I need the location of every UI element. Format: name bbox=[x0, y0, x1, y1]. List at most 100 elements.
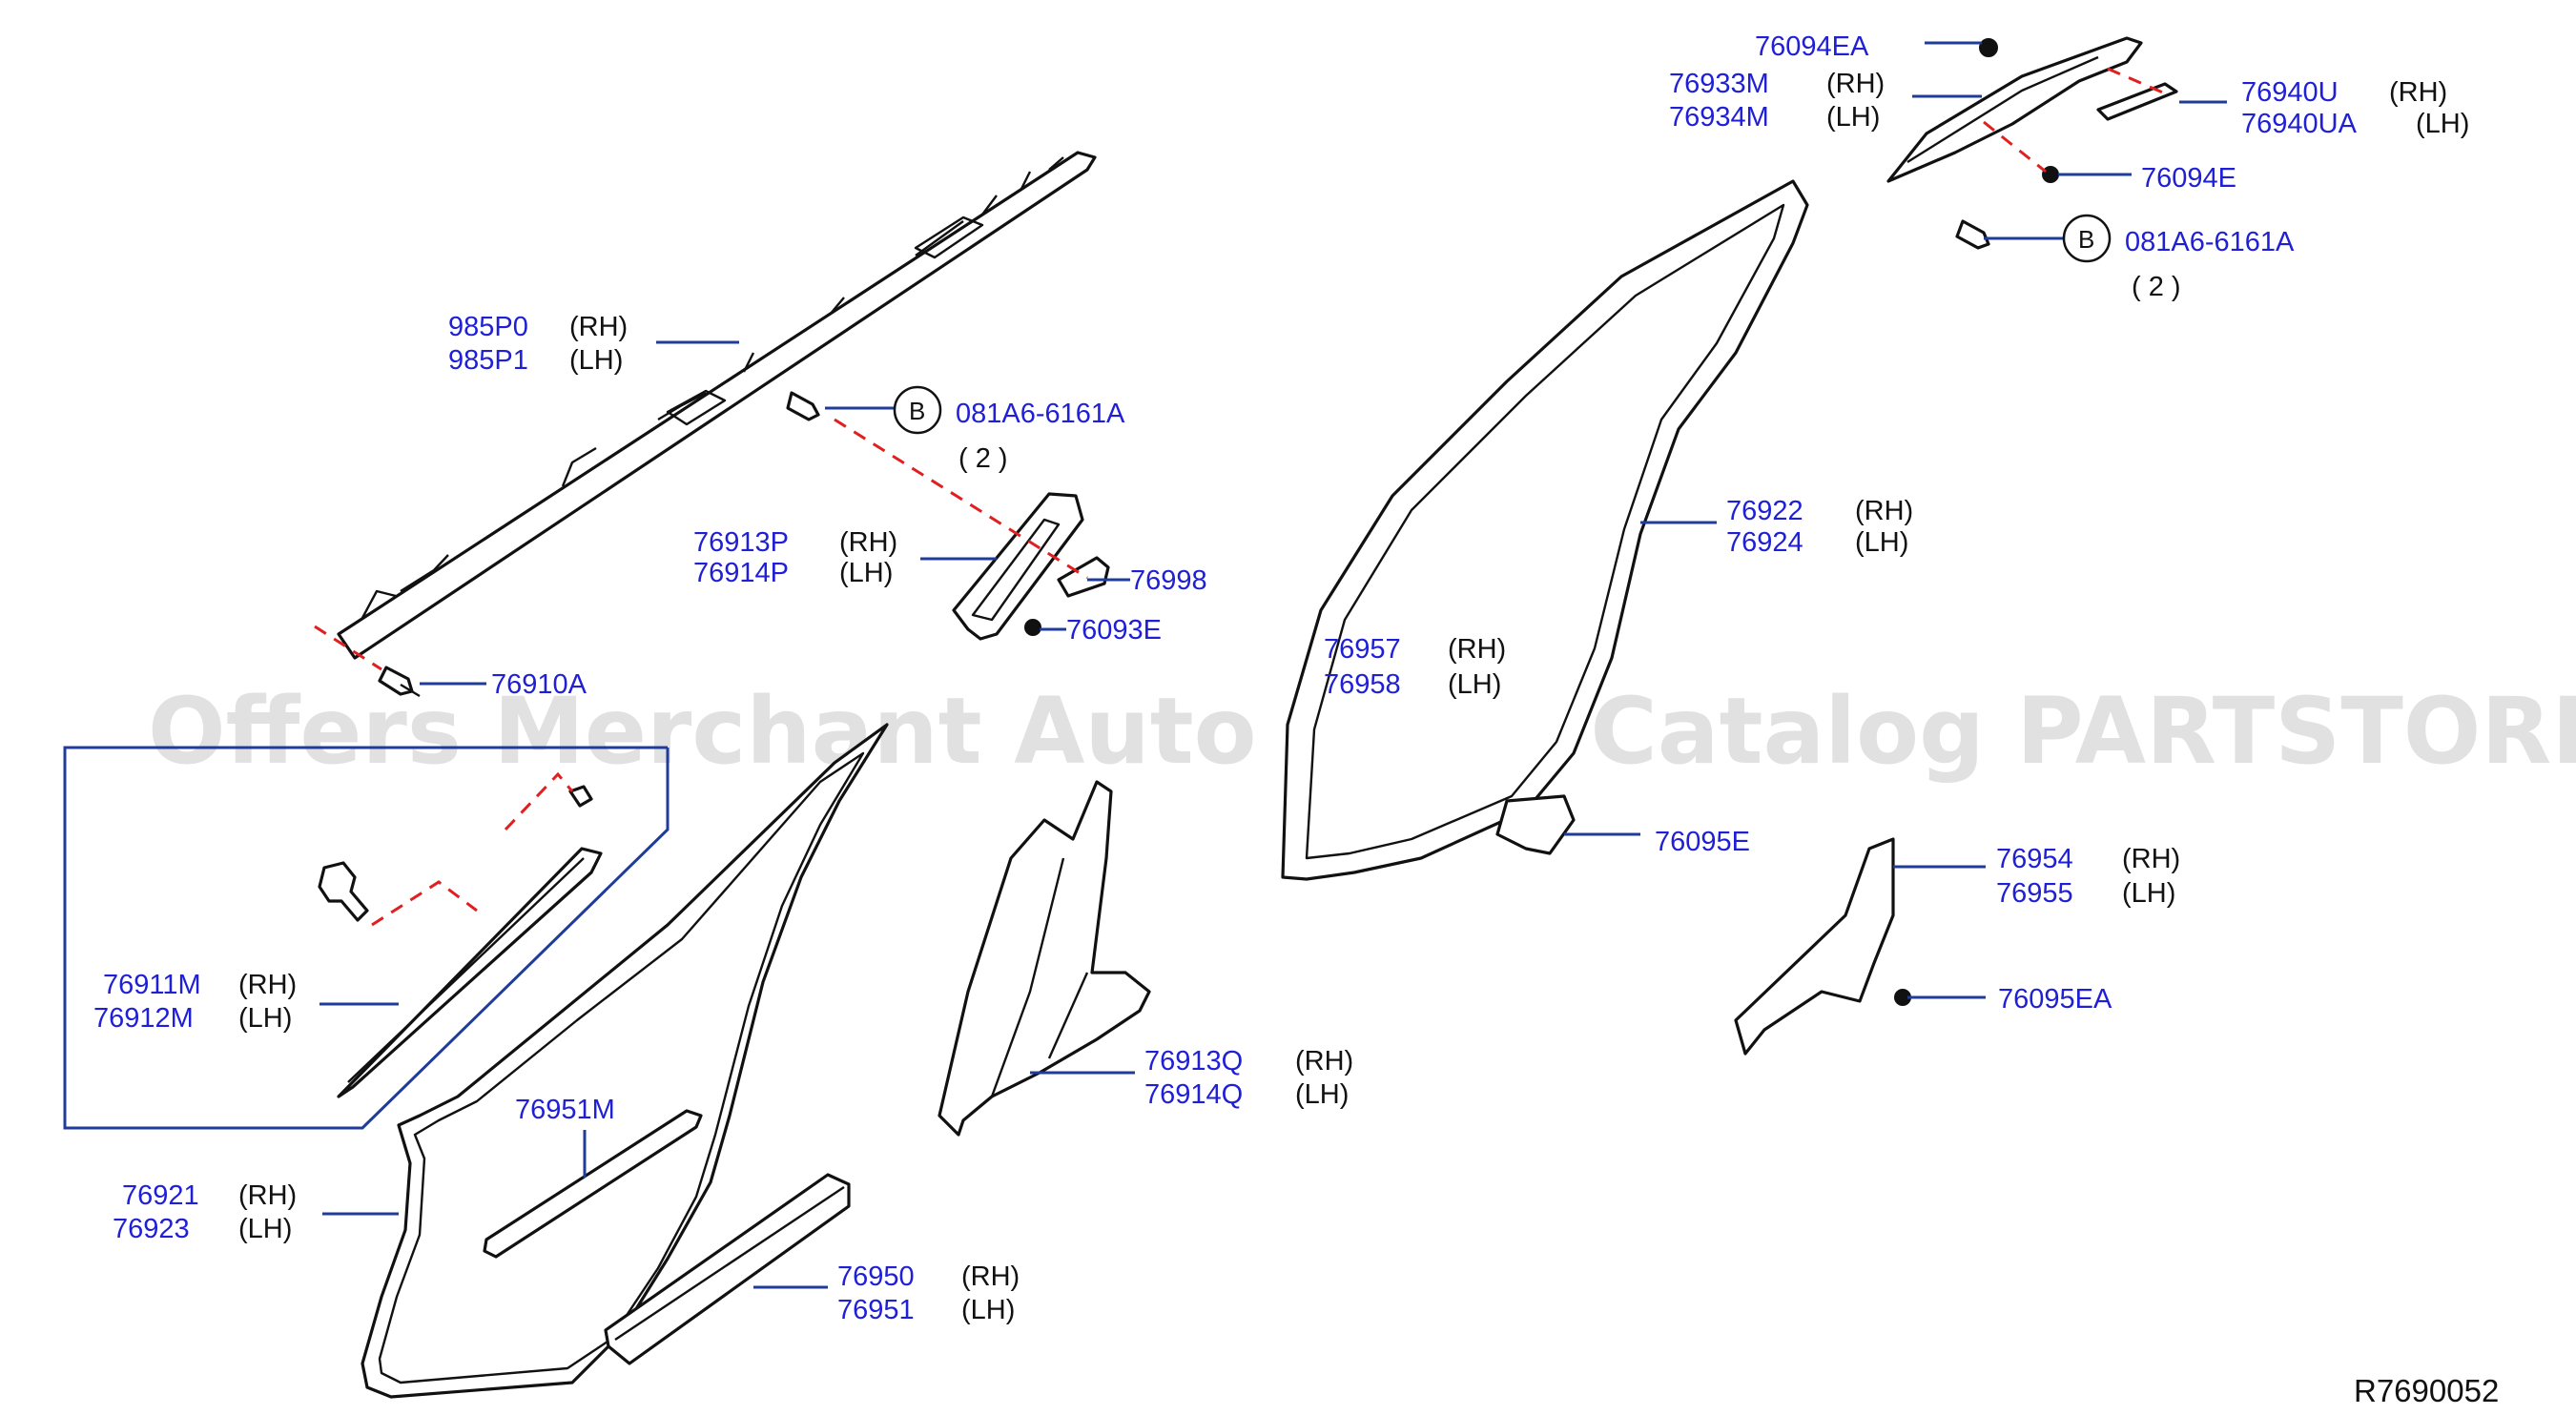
callout-76094ea[interactable]: 76094EA bbox=[1755, 31, 1869, 62]
clip-76095e-part[interactable] bbox=[1495, 794, 1576, 855]
quantity: ( 2 ) bbox=[958, 443, 1008, 474]
side-rh: (RH) bbox=[1448, 634, 1506, 665]
badge-letter: B bbox=[909, 397, 925, 425]
callout-76094e[interactable]: 76094E bbox=[2141, 163, 2236, 194]
part-number[interactable]: 081A6-6161A bbox=[956, 399, 1125, 429]
part-number-lh[interactable]: 76940UA bbox=[2241, 109, 2358, 139]
pillar-garnish-76911m-part[interactable] bbox=[318, 785, 603, 1098]
assembly-group-frame bbox=[63, 746, 670, 1130]
diagram-reference-code: R7690052 bbox=[2354, 1373, 2499, 1408]
part-number-rh[interactable]: 76913P bbox=[693, 527, 789, 558]
callout-76913p[interactable]: 76913P (RH) 76914P (LH) bbox=[693, 527, 897, 588]
part-number-rh[interactable]: 76950 bbox=[837, 1261, 915, 1292]
badge-circle bbox=[2062, 214, 2112, 263]
bolt-right-part[interactable] bbox=[1955, 219, 1990, 250]
side-lh: (LH) bbox=[839, 558, 893, 588]
side-lh: (LH) bbox=[1826, 102, 1880, 133]
side-lh: (LH) bbox=[961, 1295, 1015, 1325]
part-number-lh[interactable]: 985P1 bbox=[448, 345, 528, 376]
callout-76940u[interactable]: 76940U (RH) 76940UA (LH) bbox=[2241, 77, 2469, 139]
clip-76910a-part[interactable] bbox=[378, 666, 421, 698]
bolt-center-part[interactable] bbox=[786, 391, 820, 421]
part-number-rh[interactable]: 76921 bbox=[122, 1180, 199, 1211]
part-number[interactable]: 76094E bbox=[2141, 163, 2236, 194]
part-number-lh[interactable]: 76914Q bbox=[1144, 1079, 1243, 1110]
part-number-lh[interactable]: 76923 bbox=[113, 1214, 190, 1244]
side-rh: (RH) bbox=[2122, 844, 2180, 874]
kick-plate-76951m-part[interactable] bbox=[483, 1109, 703, 1259]
side-lh: (LH) bbox=[1295, 1079, 1349, 1110]
part-number-lh[interactable]: 76914P bbox=[693, 558, 789, 588]
part-number[interactable]: 76094EA bbox=[1755, 31, 1869, 62]
part-number-rh[interactable]: 76954 bbox=[1996, 844, 2073, 874]
side-rh: (RH) bbox=[238, 970, 297, 1000]
callout-76957[interactable]: 76957 (RH) 76958 (LH) bbox=[1324, 634, 1506, 700]
leader-lines bbox=[319, 41, 2227, 1289]
sill-plate-76950-part[interactable] bbox=[604, 1173, 851, 1365]
side-lh: (LH) bbox=[1855, 527, 1908, 558]
callout-76998[interactable]: 76998 bbox=[1130, 565, 1207, 596]
part-number[interactable]: 76951M bbox=[515, 1095, 615, 1125]
clip-76998-part[interactable] bbox=[1057, 556, 1110, 598]
callout-bolt-b-center[interactable]: B 081A6-6161A ( 2 ) bbox=[893, 385, 1125, 474]
curtain-airbag-part[interactable] bbox=[337, 151, 1097, 660]
side-rh: (RH) bbox=[2389, 77, 2447, 108]
pillar-trim-76913q-part[interactable] bbox=[938, 780, 1151, 1137]
part-number-lh[interactable]: 76912M bbox=[93, 1003, 194, 1034]
part-number-lh[interactable]: 76955 bbox=[1996, 878, 2073, 909]
door-weatherstrip-76922-part[interactable] bbox=[1281, 179, 1809, 881]
part-number[interactable]: 76998 bbox=[1130, 565, 1207, 596]
callout-76951m[interactable]: 76951M bbox=[515, 1095, 615, 1125]
quantity: ( 2 ) bbox=[2132, 272, 2181, 302]
part-number-rh[interactable]: 76957 bbox=[1324, 634, 1401, 665]
part-number-rh[interactable]: 76911M bbox=[103, 970, 201, 1000]
upper-trim-76933m-part[interactable] bbox=[1886, 36, 2143, 183]
part-number-lh[interactable]: 76951 bbox=[837, 1295, 915, 1325]
callout-76921[interactable]: 76921 (RH) 76923 (LH) bbox=[113, 1180, 297, 1244]
part-number-rh[interactable]: 985P0 bbox=[448, 312, 528, 342]
callout-bolt-b-right[interactable]: B 081A6-6161A ( 2 ) bbox=[2062, 214, 2295, 302]
side-rh: (RH) bbox=[839, 527, 897, 558]
side-lh: (LH) bbox=[238, 1214, 292, 1244]
callout-76950[interactable]: 76950 (RH) 76951 (LH) bbox=[837, 1261, 1020, 1325]
part-number-rh[interactable]: 76913Q bbox=[1144, 1046, 1243, 1077]
part-number[interactable]: 76095E bbox=[1655, 827, 1750, 857]
callout-76933m[interactable]: 76933M (RH) 76934M (LH) bbox=[1669, 69, 1885, 133]
part-number[interactable]: 081A6-6161A bbox=[2125, 227, 2295, 257]
part-number-lh[interactable]: 76934M bbox=[1669, 102, 1769, 133]
clip-76940u-part[interactable] bbox=[2096, 82, 2178, 121]
clip-76094e-part[interactable] bbox=[2042, 166, 2059, 183]
part-number-lh[interactable]: 76958 bbox=[1324, 669, 1401, 700]
side-lh: (LH) bbox=[1448, 669, 1501, 700]
callout-76922[interactable]: 76922 (RH) 76924 (LH) bbox=[1726, 496, 1913, 558]
callout-76954[interactable]: 76954 (RH) 76955 (LH) bbox=[1996, 844, 2180, 909]
callout-76910a[interactable]: 76910A bbox=[491, 669, 587, 700]
callout-76095ea[interactable]: 76095EA bbox=[1998, 984, 2112, 1015]
callout-76913q[interactable]: 76913Q (RH) 76914Q (LH) bbox=[1144, 1046, 1353, 1110]
clip-76093e-part[interactable] bbox=[1024, 619, 1041, 636]
callout-76911m[interactable]: 76911M (RH) 76912M (LH) bbox=[93, 970, 297, 1034]
part-number-rh[interactable]: 76940U bbox=[2241, 77, 2339, 108]
part-number[interactable]: 76095EA bbox=[1998, 984, 2112, 1015]
callout-76093e[interactable]: 76093E bbox=[1066, 615, 1162, 646]
part-number[interactable]: 76910A bbox=[491, 669, 587, 700]
part-number-lh[interactable]: 76924 bbox=[1726, 527, 1803, 558]
side-lh: (LH) bbox=[2122, 878, 2175, 909]
pillar-trim-76913p-part[interactable] bbox=[952, 492, 1084, 641]
pillar-trim-76954-part[interactable] bbox=[1734, 837, 1895, 1056]
side-rh: (RH) bbox=[961, 1261, 1020, 1292]
side-rh: (RH) bbox=[569, 312, 628, 342]
side-lh: (LH) bbox=[238, 1003, 292, 1034]
callout-76095e[interactable]: 76095E bbox=[1655, 827, 1750, 857]
side-lh: (LH) bbox=[2416, 109, 2469, 139]
part-number-rh[interactable]: 76922 bbox=[1726, 496, 1803, 526]
side-rh: (RH) bbox=[1826, 69, 1885, 99]
callout-985p0[interactable]: 985P0 (RH) 985P1 (LH) bbox=[448, 312, 628, 376]
part-number[interactable]: 76093E bbox=[1066, 615, 1162, 646]
side-rh: (RH) bbox=[238, 1180, 297, 1211]
clip-76094ea-part[interactable] bbox=[1979, 38, 1998, 57]
door-weatherstrip-76921-part[interactable] bbox=[361, 723, 889, 1399]
part-number-rh[interactable]: 76933M bbox=[1669, 69, 1769, 99]
